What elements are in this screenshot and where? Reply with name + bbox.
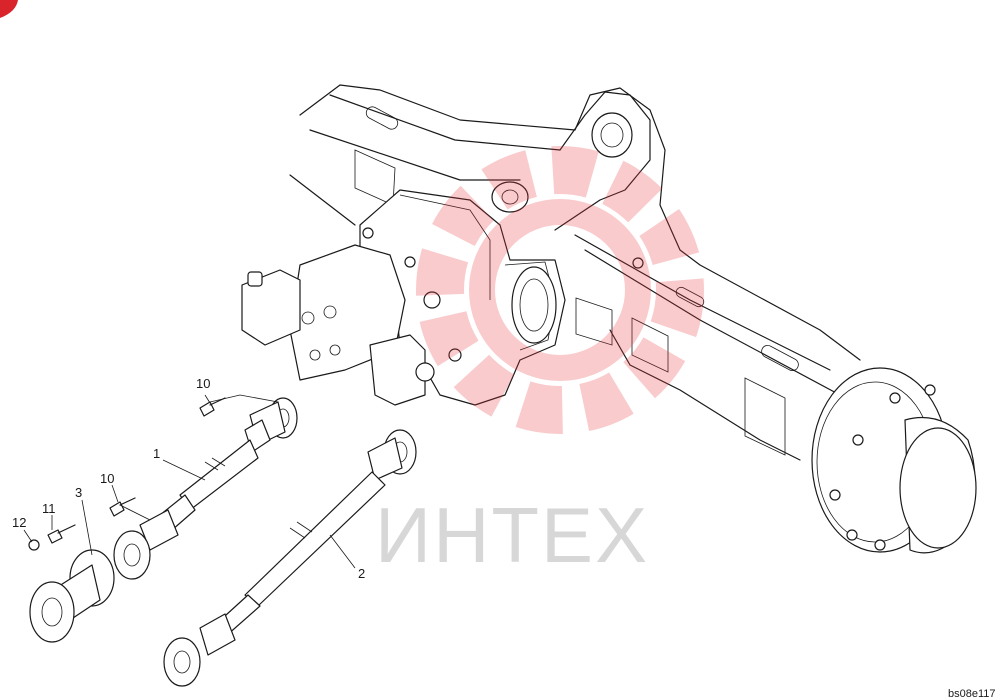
label-part-11: 11 xyxy=(42,501,56,516)
drive-shaft-2 xyxy=(163,429,417,687)
bolt-10-lower xyxy=(109,497,136,517)
transfer-gearbox xyxy=(241,189,566,406)
axle-housing xyxy=(289,84,861,461)
label-part-3: 3 xyxy=(75,485,82,500)
coupling-flange-3 xyxy=(29,549,115,643)
wheel-hub xyxy=(811,367,977,554)
leader-lines xyxy=(23,394,356,569)
label-part-12: 12 xyxy=(12,515,26,530)
nut-12 xyxy=(28,539,40,551)
bolt-11 xyxy=(47,524,76,544)
bolt-10-upper xyxy=(199,397,226,417)
watermark-text: ИНТЕХ xyxy=(375,491,649,579)
drive-shaft-1 xyxy=(113,397,298,580)
label-part-10-upper: 10 xyxy=(196,376,210,391)
watermark xyxy=(416,146,704,434)
watermark-gear-icon xyxy=(416,146,704,434)
label-part-1: 1 xyxy=(153,446,160,461)
label-part-2: 2 xyxy=(358,566,365,581)
label-part-10-lower: 10 xyxy=(100,471,114,486)
corner-badge xyxy=(0,0,18,18)
drawing-code: bs08e117 xyxy=(948,688,996,700)
